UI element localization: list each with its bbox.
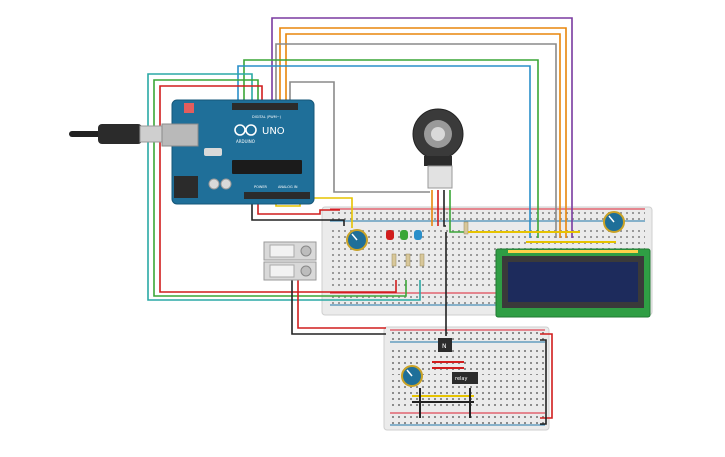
digital-header [232,103,298,110]
wire-green-1 [243,59,539,238]
potentiometer-lower[interactable] [401,365,423,387]
led-green [400,230,408,240]
wire-red-ps [297,276,386,329]
atmega-chip [232,160,302,174]
wire-black-right [540,339,547,425]
analog-pins-label: ANALOG IN [278,185,298,189]
potentiometer-lcd[interactable] [603,211,625,233]
arduino-brand-label: UNO [262,126,285,137]
pushbutton-2[interactable] [263,261,317,281]
wire-black-motor [443,190,446,227]
arduino-name-label: ARDUINO [236,139,255,144]
potentiometer-1[interactable] [346,229,368,251]
pushbutton-1[interactable] [263,241,317,261]
wire-blue-1 [237,65,531,238]
wire-red-1 [159,85,397,293]
wire-green-motor [449,190,464,233]
wire-black-ps [291,276,386,335]
wires [147,17,573,425]
wire-gray-1 [275,43,557,238]
crystal [204,148,222,156]
jumpers-lower [412,361,474,418]
led-blue [414,230,422,240]
led-red [386,230,394,240]
power-pins-label: POWER [254,185,268,189]
arduino-logo-icon [234,124,257,136]
wire-teal [147,73,421,301]
power-analog-header [244,192,310,199]
wire-gray-2 [289,81,430,193]
wire-orange-1 [279,27,567,238]
power-jack [174,176,198,198]
wire-orange-2 [285,33,561,238]
transistor-label: N [442,343,447,350]
wire-green-2 [153,79,407,297]
lcd-display [495,248,651,318]
usb-port [161,123,199,147]
relay-ic: relay [452,372,478,384]
arduino-uno[interactable]: UNO ARDUINO DIGITAL (PWM~) POWER ANALOG … [161,99,315,205]
transistor: N [438,338,452,352]
digital-pins-label: DIGITAL (PWM~) [252,115,282,119]
dc-motor[interactable] [412,108,464,189]
resistors [391,221,469,267]
reset-button[interactable] [184,103,194,113]
jumpers-main [468,231,616,243]
wire-black-gnd [251,196,345,226]
wire-red-5v [257,196,340,215]
usb-cable [69,124,163,144]
relay-label: relay [455,376,467,382]
